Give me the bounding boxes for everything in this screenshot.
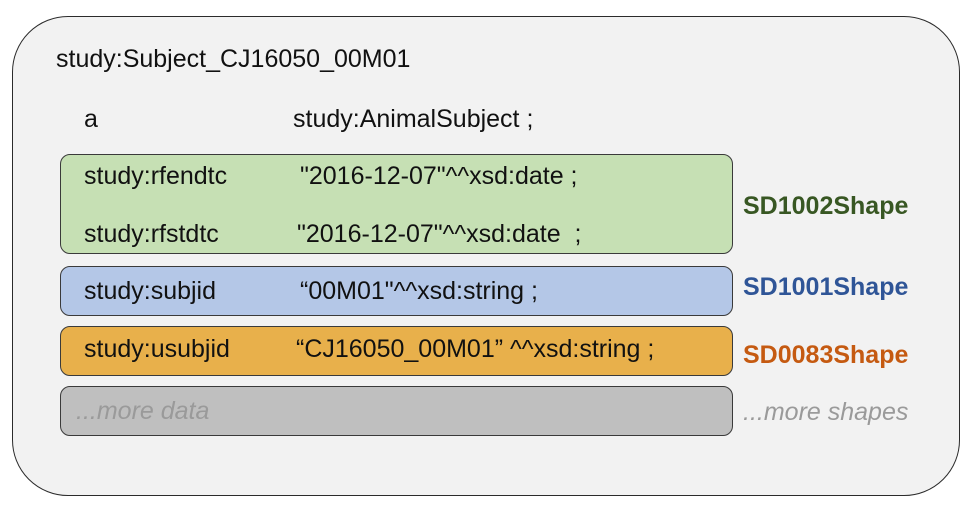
predicate-usubjid: study:usubjid xyxy=(84,335,230,363)
type-predicate: a xyxy=(84,105,98,133)
sd1001-shape-label: SD1001Shape xyxy=(743,273,909,301)
more-shapes-text: ...more shapes xyxy=(743,398,909,426)
more-data-box xyxy=(60,386,733,436)
sd0083-shape-label: SD0083Shape xyxy=(743,341,909,369)
object-rfstdtc: "2016-12-07"^^xsd:date ; xyxy=(297,220,582,248)
sd1001-group-box xyxy=(60,266,733,316)
more-data-text: ...more data xyxy=(76,397,210,425)
sd1002-group-box xyxy=(60,154,733,254)
subject-iri: study:Subject_CJ16050_00M01 xyxy=(56,45,411,73)
object-subjid: “00M01"^^xsd:string ; xyxy=(300,277,538,305)
predicate-subjid: study:subjid xyxy=(84,277,217,305)
predicate-rfstdtc: study:rfstdtc xyxy=(84,220,219,248)
sd0083-group-box xyxy=(60,326,733,376)
predicate-rfendtc: study:rfendtc xyxy=(84,162,228,190)
object-rfendtc: "2016-12-07"^^xsd:date ; xyxy=(300,162,578,190)
sd1002-shape-label: SD1002Shape xyxy=(743,192,909,220)
type-value: study:AnimalSubject ; xyxy=(293,105,534,133)
object-usubjid: “CJ16050_00M01” ^^xsd:string ; xyxy=(296,335,655,363)
